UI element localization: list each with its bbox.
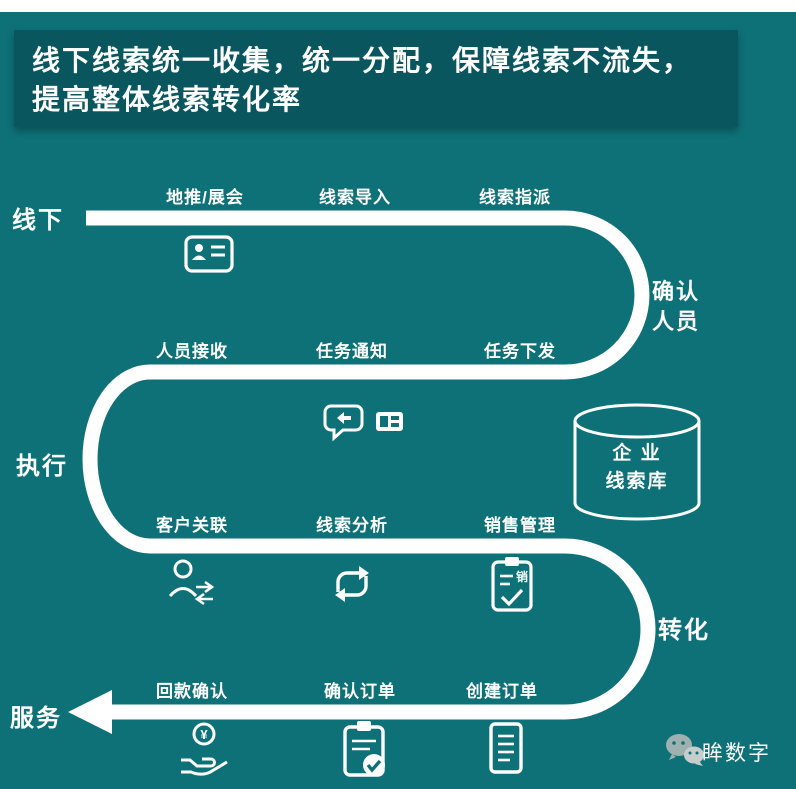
step-lead-assign: 线索指派	[479, 188, 551, 207]
hand-coin-icon: ¥	[181, 722, 228, 776]
title-line-1: 线下线索统一收集，统一分配，保障线索不流失，	[32, 45, 693, 76]
step-task-dispatch: 任务下发	[484, 342, 556, 361]
label-convert: 转化	[658, 617, 710, 644]
title-line-2: 提高整体线索转化率	[32, 84, 303, 115]
step-lead-import: 线索导入	[319, 188, 391, 207]
person-exchange-icon	[168, 559, 215, 606]
step-customer-link: 客户关联	[156, 516, 228, 535]
step-lead-analysis: 线索分析	[316, 516, 388, 535]
label-confirm-line1: 确认	[652, 279, 701, 304]
step-order-create: 创建订单	[466, 682, 538, 701]
id-card-icon	[184, 235, 234, 273]
sales-glyph: 销	[516, 569, 528, 584]
database-cylinder-icon	[573, 403, 701, 521]
coin-yuan-glyph: ¥	[200, 727, 208, 742]
stage-offline: 线下	[12, 207, 64, 234]
notice-card-icon	[376, 412, 403, 431]
database-label: 企 业 线索库	[577, 440, 697, 496]
wechat-icon	[666, 734, 704, 766]
label-confirm-line2: 人员	[652, 309, 701, 334]
step-order-confirm: 确认订单	[324, 682, 396, 701]
flow-snake-path	[82, 210, 656, 720]
stage-service: 服务	[10, 705, 62, 732]
chat-bubble-icon	[323, 404, 403, 442]
document-icon	[489, 722, 523, 774]
step-payment-confirm: 回款确认	[156, 682, 228, 701]
database-label-line1: 企 业	[612, 443, 662, 464]
step-task-notify: 任务通知	[316, 342, 388, 361]
teal-background	[0, 12, 796, 789]
database-label-line2: 线索库	[605, 471, 669, 492]
step-ground-promo: 地推/展会	[166, 188, 244, 207]
clipboard-sales-icon: 销	[491, 557, 533, 612]
step-sales-manage: 销售管理	[484, 516, 556, 535]
title-banner: 线下线索统一收集，统一分配，保障线索不流失， 提高整体线索转化率	[14, 30, 738, 127]
stage-execute: 执行	[16, 453, 68, 480]
step-staff-receive: 人员接收	[156, 342, 228, 361]
watermark-brand: 眸数字	[702, 742, 771, 765]
clipboard-check-icon	[343, 721, 385, 777]
flow-arrowhead	[68, 690, 112, 734]
cycle-arrows-icon	[335, 566, 369, 602]
